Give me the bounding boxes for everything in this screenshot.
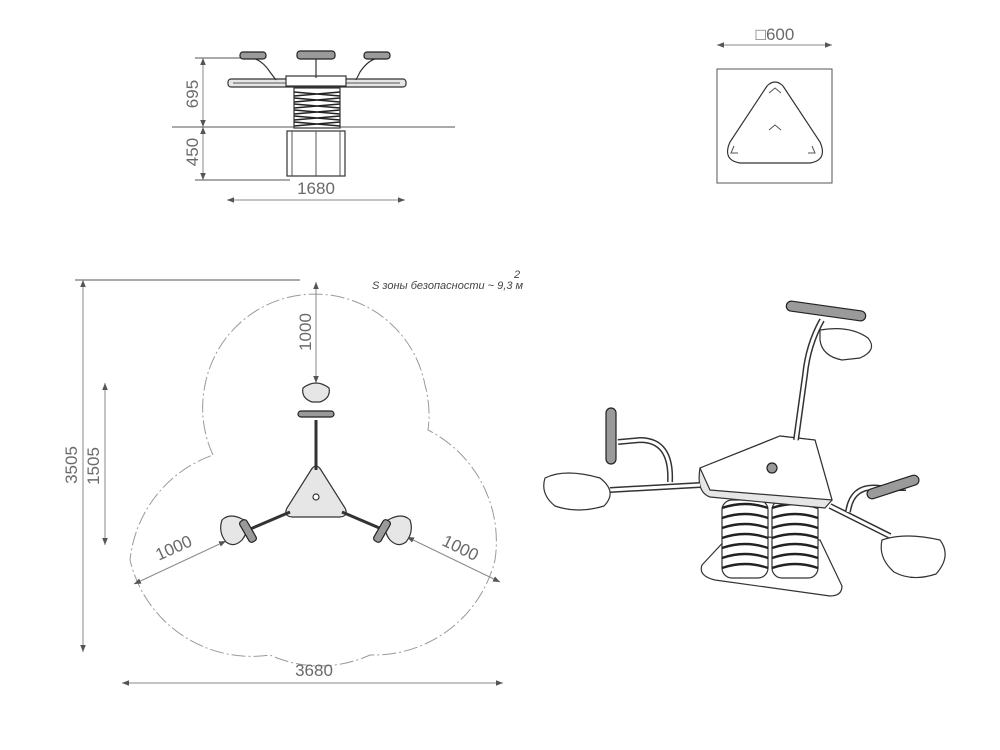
safety-zone-superscript: 2: [513, 269, 520, 281]
side-view: 695 450 1680: [172, 50, 455, 203]
footprint-base-plate: [727, 81, 823, 164]
isometric-view: [543, 300, 946, 597]
dim-label-radius-left: 1000: [153, 532, 195, 565]
plan-handle-right: [373, 519, 391, 543]
plan-center-plate: [285, 465, 347, 518]
dim-label-radius-right: 1000: [439, 531, 481, 565]
dim-label-600: □600: [756, 25, 795, 44]
dim-label-1680: 1680: [297, 179, 335, 198]
iso-seat-left: [543, 472, 611, 511]
safety-zone-label: S зоны безопасности ~ 9,3 м: [372, 280, 523, 292]
dim-label-695: 695: [183, 80, 202, 108]
dim-label-1505: 1505: [84, 447, 103, 485]
left-handle-arm: [251, 57, 277, 81]
dim-label-3505: 3505: [62, 446, 81, 484]
footprint-view: □600: [716, 25, 833, 184]
plan-handle-top: [297, 410, 335, 418]
iso-left-handle-arm: [617, 436, 674, 483]
plan-view: S зоны безопасности ~ 9,3 м 2 1000 1000 …: [62, 269, 523, 686]
plan-seat-right: [384, 515, 412, 546]
dim-label-3680: 3680: [295, 661, 333, 680]
iso-handle-back: [785, 300, 867, 322]
iso-handle-right: [866, 474, 920, 500]
plan-seat-top: [302, 382, 330, 403]
dim-label-450: 450: [183, 138, 202, 166]
iso-seat-right: [880, 535, 946, 579]
footprint-square: [716, 68, 833, 184]
left-handle: [239, 51, 267, 60]
dim-line-radius-right: [406, 536, 501, 583]
iso-seat-back: [819, 328, 873, 361]
plan-handle-left: [239, 519, 257, 543]
iso-handle-left: [605, 407, 617, 465]
dim-label-radius-top: 1000: [296, 313, 315, 351]
iso-springs: [721, 499, 819, 579]
right-handle: [363, 51, 391, 60]
right-handle-arm: [355, 57, 379, 81]
center-handle: [296, 50, 336, 60]
spring-stack: [293, 87, 341, 129]
dim-line-radius-left: [133, 540, 227, 585]
